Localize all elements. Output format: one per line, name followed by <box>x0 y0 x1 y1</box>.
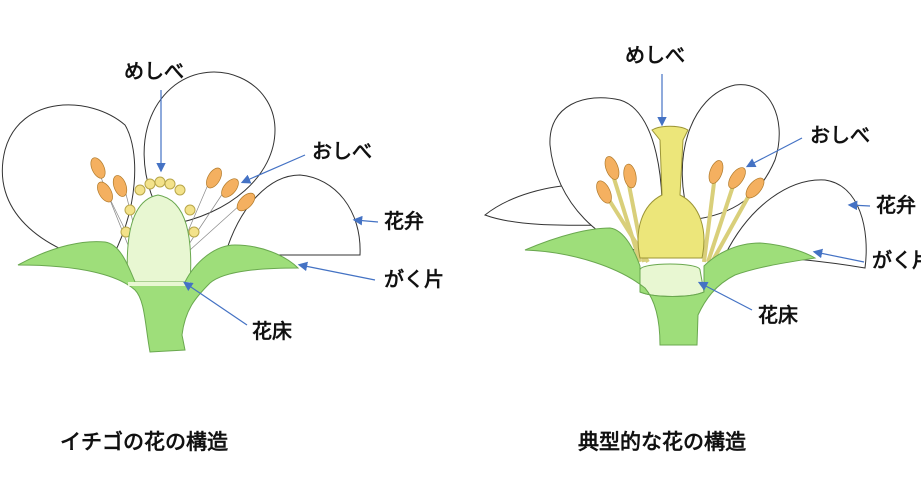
right-sepals-stem <box>524 227 817 346</box>
left-petal-right <box>224 174 361 256</box>
right-label-petal: 花弁 <box>876 193 916 217</box>
left-arrow-receptacle <box>183 281 248 326</box>
left-pistils <box>120 176 200 238</box>
left-label-stamen: おしべ <box>312 139 372 163</box>
right-arrow-sepal <box>812 248 865 263</box>
right-labels: めしべ おしべ 花弁 がく片 花床 <box>625 43 921 327</box>
right-arrow-petal <box>847 200 871 211</box>
left-petal-back-left <box>1 104 136 266</box>
right-petal-back-right <box>681 84 780 221</box>
right-arrow-stamen <box>745 137 803 168</box>
left-label-receptacle: 花床 <box>252 319 293 343</box>
left-receptacle <box>126 194 192 286</box>
left-arrow-petal <box>352 215 379 226</box>
right-label-stamen: おしべ <box>810 123 870 147</box>
typical-flower <box>483 84 867 346</box>
right-arrow-receptacle <box>697 281 753 311</box>
right-label-pistil: めしべ <box>625 43 685 67</box>
right-pistil <box>637 125 705 259</box>
left-label-sepal: がく片 <box>384 267 444 291</box>
left-label-petal: 花弁 <box>384 209 424 233</box>
left-labels: めしべ おしべ 花弁 がく片 花床 <box>124 59 444 343</box>
right-receptacle <box>639 263 705 297</box>
left-caption: イチゴの花の構造 <box>60 430 229 454</box>
right-caption: 典型的な花の構造 <box>578 430 747 454</box>
left-arrow-sepal <box>297 261 376 281</box>
strawberry-flower <box>1 71 361 353</box>
left-label-pistil: めしべ <box>124 59 184 83</box>
right-stamens <box>596 156 765 264</box>
right-label-sepal: がく片 <box>872 248 921 272</box>
right-label-receptacle: 花床 <box>758 303 799 327</box>
left-arrow-stamen <box>240 154 306 184</box>
left-sepals-stem <box>17 241 300 353</box>
